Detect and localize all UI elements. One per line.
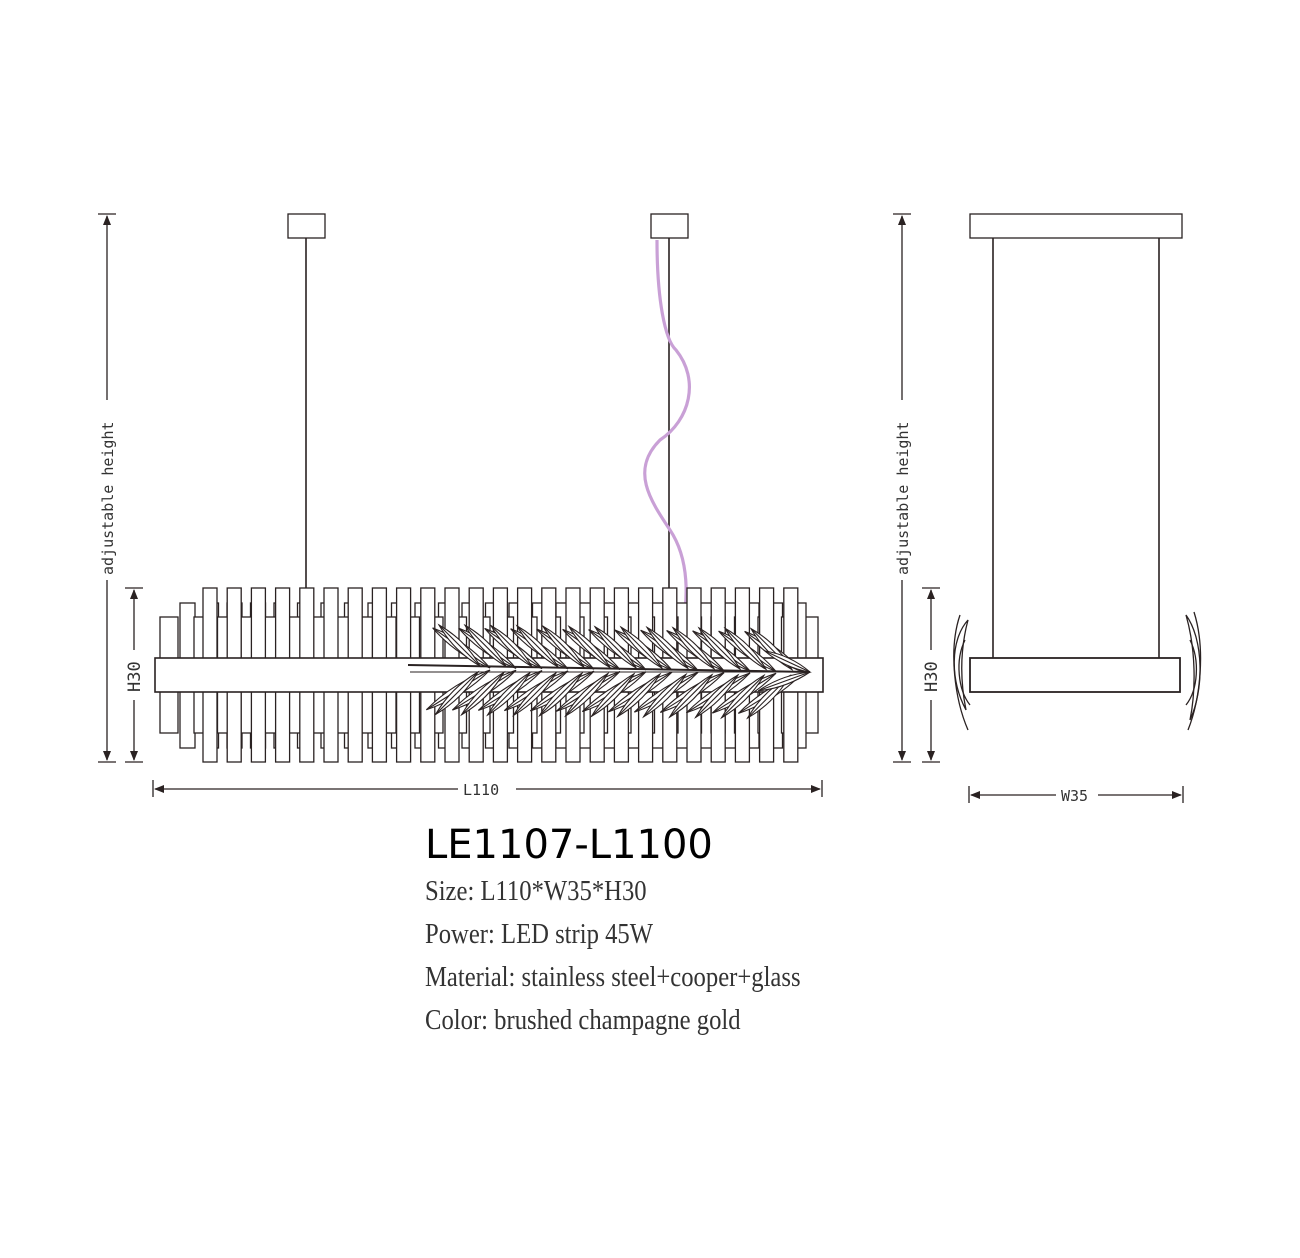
spec-color: Color: brushed champagne gold	[425, 999, 801, 1042]
front-h30-label: H30	[125, 661, 145, 692]
side-led-beam	[969, 657, 1181, 693]
spec-power: Power: LED strip 45W	[425, 913, 801, 956]
side-leaves-left	[953, 614, 971, 731]
spec-label: Color:	[425, 1004, 489, 1036]
spec-material: Material: stainless steel+cooper+glass	[425, 956, 801, 999]
power-cable	[643, 239, 691, 631]
canopy-right	[650, 213, 689, 239]
canopy-left	[287, 213, 326, 239]
spec-label: Power:	[425, 918, 495, 950]
side-w35-label: W35	[1061, 787, 1088, 805]
side-leaves-right	[1185, 611, 1202, 731]
model-number: LE1107-L1100	[425, 822, 713, 868]
side-adjustable-height-label: adjustable height	[894, 421, 912, 575]
spec-size: Size: L110*W35*H30	[425, 870, 801, 913]
side-canopy	[969, 213, 1183, 239]
side-view	[893, 213, 1202, 803]
leaf-branch	[407, 623, 812, 720]
spec-block: LE1107-L1100 Size: L110*W35*H30 Power: L…	[425, 820, 867, 1042]
front-view	[98, 213, 824, 797]
spec-value: L110*W35*H30	[480, 875, 647, 907]
spec-value: LED strip 45W	[501, 918, 653, 950]
spec-value: stainless steel+cooper+glass	[521, 961, 801, 993]
spec-label: Size:	[425, 875, 475, 907]
side-h30-label: H30	[922, 661, 942, 692]
spec-label: Material:	[425, 961, 516, 993]
spec-value: brushed champagne gold	[494, 1004, 741, 1036]
front-adjustable-height-label: adjustable height	[99, 421, 117, 575]
front-l110-label: L110	[463, 781, 499, 799]
